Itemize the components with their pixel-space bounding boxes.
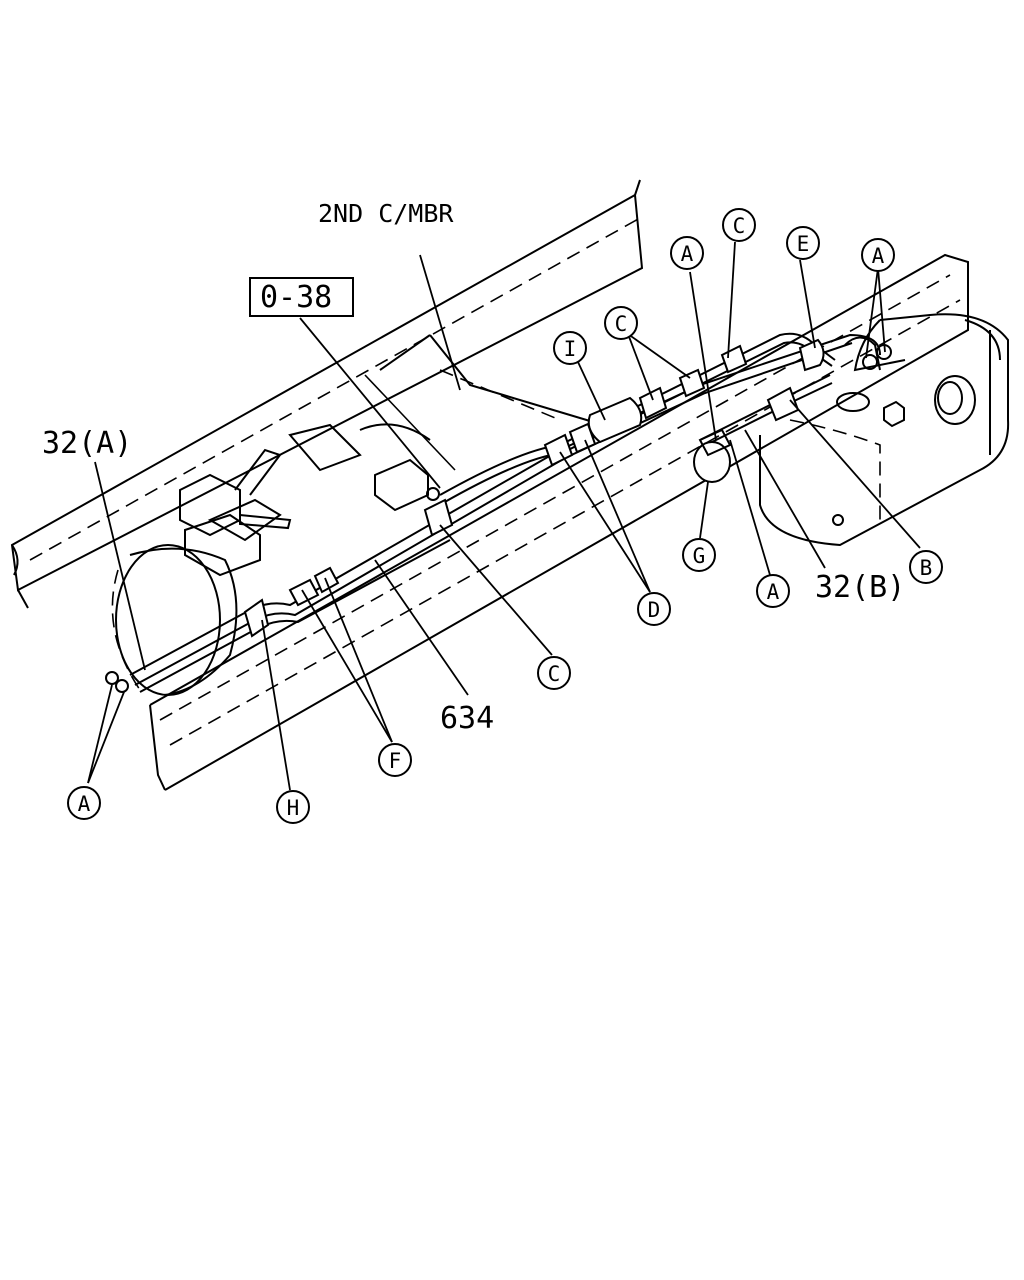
label-second-crossmember: 2ND C/MBR <box>318 199 454 228</box>
callout-a-right-low: A <box>756 574 790 608</box>
callout-g-mid: G <box>682 538 716 572</box>
svg-text:A: A <box>872 244 885 268</box>
clip-c-top <box>720 344 748 374</box>
ref-box-frame <box>249 277 354 317</box>
svg-text:F: F <box>389 749 402 773</box>
fuel-pipe-main <box>129 333 881 693</box>
connector-g <box>693 428 732 483</box>
svg-text:C: C <box>733 214 746 238</box>
callout-b-right: B <box>909 550 943 584</box>
svg-text:G: G <box>693 544 706 568</box>
frame-rail-upper <box>10 179 644 609</box>
svg-text:B: B <box>920 556 933 580</box>
callout-c-top: C <box>722 208 756 242</box>
svg-text:A: A <box>78 792 91 816</box>
callout-c-low: C <box>537 656 571 690</box>
fuel-filter-i <box>587 396 643 444</box>
label-pipe-a: 32(A) <box>42 426 132 461</box>
label-ref-box: 0-38 <box>260 280 332 315</box>
svg-text:H: H <box>287 796 300 820</box>
callout-a-bottom-left: A <box>67 786 101 820</box>
label-part-634: 634 <box>440 701 494 736</box>
clip-c-mid <box>638 368 706 420</box>
clip-d <box>543 422 597 467</box>
svg-text:A: A <box>767 580 780 604</box>
callout-a-top-left: A <box>670 236 704 270</box>
svg-text:E: E <box>797 232 810 256</box>
callout-a-top-right: A <box>861 238 895 272</box>
callout-d-mid: D <box>637 592 671 626</box>
callout-h-low: H <box>276 790 310 824</box>
svg-text:C: C <box>548 662 561 686</box>
svg-text:A: A <box>681 242 694 266</box>
clip-c-low <box>423 498 454 537</box>
callout-i-mid: I <box>553 331 587 365</box>
clip-f <box>288 566 340 607</box>
svg-text:C: C <box>615 312 628 336</box>
brake-drum <box>111 544 238 696</box>
callout-e-top: E <box>786 226 820 260</box>
transmission-parts <box>179 423 431 577</box>
svg-text:D: D <box>648 598 661 622</box>
label-pipe-b: 32(B) <box>815 570 905 605</box>
callout-f-low: F <box>378 743 412 777</box>
fuel-tank <box>759 313 1010 547</box>
clip-e <box>798 338 825 372</box>
svg-text:I: I <box>564 337 577 361</box>
hose-clamps-tank <box>844 336 892 371</box>
pipe-end-fittings <box>105 487 440 693</box>
callout-c-mid: C <box>604 306 638 340</box>
leader-lines <box>87 241 921 791</box>
